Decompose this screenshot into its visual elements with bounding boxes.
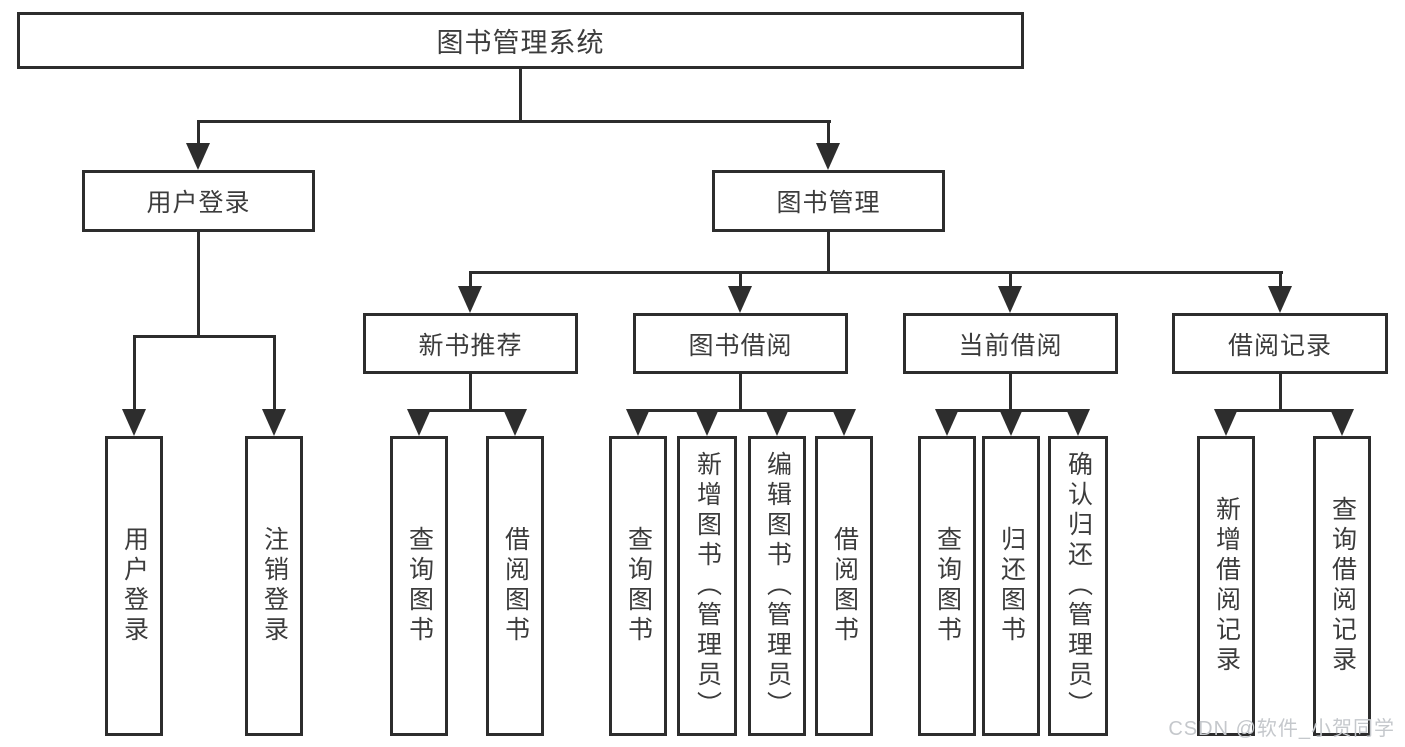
edge-current-stem — [1009, 374, 1012, 412]
leaf-nb-borrow-book: 借阅图书 — [486, 436, 544, 736]
arrowhead-nb-query — [407, 409, 431, 436]
leaf-bw-borrow-book: 借阅图书 — [815, 436, 873, 736]
arrowhead-bw-add — [695, 409, 719, 436]
node-current-borrow: 当前借阅 — [903, 313, 1118, 374]
edge-drop-leaf-logout — [273, 335, 276, 412]
edge-book-mgmt-rail — [469, 271, 1283, 274]
leaf-bw-query-book-label: 查询图书 — [624, 526, 653, 646]
node-user-login: 用户登录 — [82, 170, 315, 232]
edge-root-stem — [519, 69, 522, 120]
node-current-borrow-label: 当前借阅 — [958, 331, 1063, 360]
edge-drop-book-mgmt — [827, 120, 830, 146]
edge-record-stem — [1279, 374, 1282, 412]
leaf-cu-confirm-return: 确认归还（管理员） — [1048, 436, 1108, 736]
leaf-bw-add-book-label: 新增图书（管理员） — [693, 451, 722, 721]
arrowhead-leaf-login — [122, 409, 146, 436]
leaf-rc-query-record: 查询借阅记录 — [1313, 436, 1371, 736]
leaf-bw-edit-book-label: 编辑图书（管理员） — [763, 451, 792, 721]
arrowhead-nb-borrow — [503, 409, 527, 436]
arrowhead-bw-edit — [765, 409, 789, 436]
leaf-bw-borrow-book-label: 借阅图书 — [830, 526, 859, 646]
node-book-mgmt: 图书管理 — [712, 170, 945, 232]
edge-drop-record — [1279, 271, 1282, 287]
node-book-mgmt-label: 图书管理 — [776, 189, 881, 217]
csdn-watermark: CSDN @软件_小贺同学 — [1168, 718, 1395, 740]
node-book-borrow-label: 图书借阅 — [688, 331, 793, 360]
node-borrow-record: 借阅记录 — [1172, 313, 1388, 374]
arrowhead-borrow — [728, 286, 752, 313]
leaf-rc-add-record: 新增借阅记录 — [1197, 436, 1255, 736]
node-new-book-rec-label: 新书推荐 — [418, 331, 523, 360]
arrowhead-book-mgmt — [816, 143, 840, 170]
leaf-cu-return-book: 归还图书 — [982, 436, 1040, 736]
leaf-user-login: 用户登录 — [105, 436, 163, 736]
leaf-bw-add-book: 新增图书（管理员） — [677, 436, 737, 736]
edge-book-mgmt-stem — [827, 232, 830, 274]
node-book-borrow: 图书借阅 — [633, 313, 848, 374]
leaf-user-login-label: 用户登录 — [120, 526, 149, 646]
edge-user-login-rail — [133, 335, 276, 338]
arrowhead-cu-confirm — [1066, 409, 1090, 436]
edge-drop-current — [1009, 271, 1012, 287]
edge-user-login-stem — [197, 232, 200, 336]
node-library-system-label: 图书管理系统 — [436, 28, 605, 58]
edge-new-book-rail — [417, 409, 519, 412]
leaf-logout-label: 注销登录 — [260, 526, 289, 646]
leaf-cu-query-book-label: 查询图书 — [933, 526, 962, 646]
arrowhead-current — [998, 286, 1022, 313]
leaf-logout: 注销登录 — [245, 436, 303, 736]
leaf-bw-query-book: 查询图书 — [609, 436, 667, 736]
node-library-system: 图书管理系统 — [17, 12, 1024, 69]
arrowhead-rc-add — [1214, 409, 1238, 436]
arrowhead-bw-query — [626, 409, 650, 436]
edge-drop-new-book — [469, 271, 472, 287]
leaf-nb-query-book-label: 查询图书 — [405, 526, 434, 646]
leaf-bw-edit-book: 编辑图书（管理员） — [748, 436, 806, 736]
leaf-cu-return-book-label: 归还图书 — [997, 526, 1026, 646]
node-borrow-record-label: 借阅记录 — [1227, 331, 1332, 360]
arrowhead-leaf-logout — [262, 409, 286, 436]
arrowhead-bw-borrow — [832, 409, 856, 436]
arrowhead-cu-query — [935, 409, 959, 436]
leaf-rc-query-record-label: 查询借阅记录 — [1328, 496, 1357, 676]
arrowhead-record — [1268, 286, 1292, 313]
node-user-login-label: 用户登录 — [146, 189, 251, 217]
edge-root-rail — [197, 120, 831, 123]
leaf-nb-query-book: 查询图书 — [390, 436, 448, 736]
edge-drop-leaf-login — [133, 335, 136, 412]
edge-borrow-stem — [739, 374, 742, 412]
arrowhead-user-login — [186, 143, 210, 170]
edge-record-rail — [1224, 409, 1345, 412]
edge-drop-borrow — [739, 271, 742, 287]
node-new-book-rec: 新书推荐 — [363, 313, 578, 374]
edge-borrow-rail — [636, 409, 846, 412]
arrowhead-cu-return — [999, 409, 1023, 436]
leaf-nb-borrow-book-label: 借阅图书 — [501, 526, 530, 646]
arrowhead-rc-query — [1330, 409, 1354, 436]
arrowhead-new-book — [458, 286, 482, 313]
leaf-cu-confirm-return-label: 确认归还（管理员） — [1064, 451, 1093, 721]
leaf-cu-query-book: 查询图书 — [918, 436, 976, 736]
edge-new-book-stem — [469, 374, 472, 412]
edge-drop-user-login — [197, 120, 200, 146]
leaf-rc-add-record-label: 新增借阅记录 — [1212, 496, 1241, 676]
